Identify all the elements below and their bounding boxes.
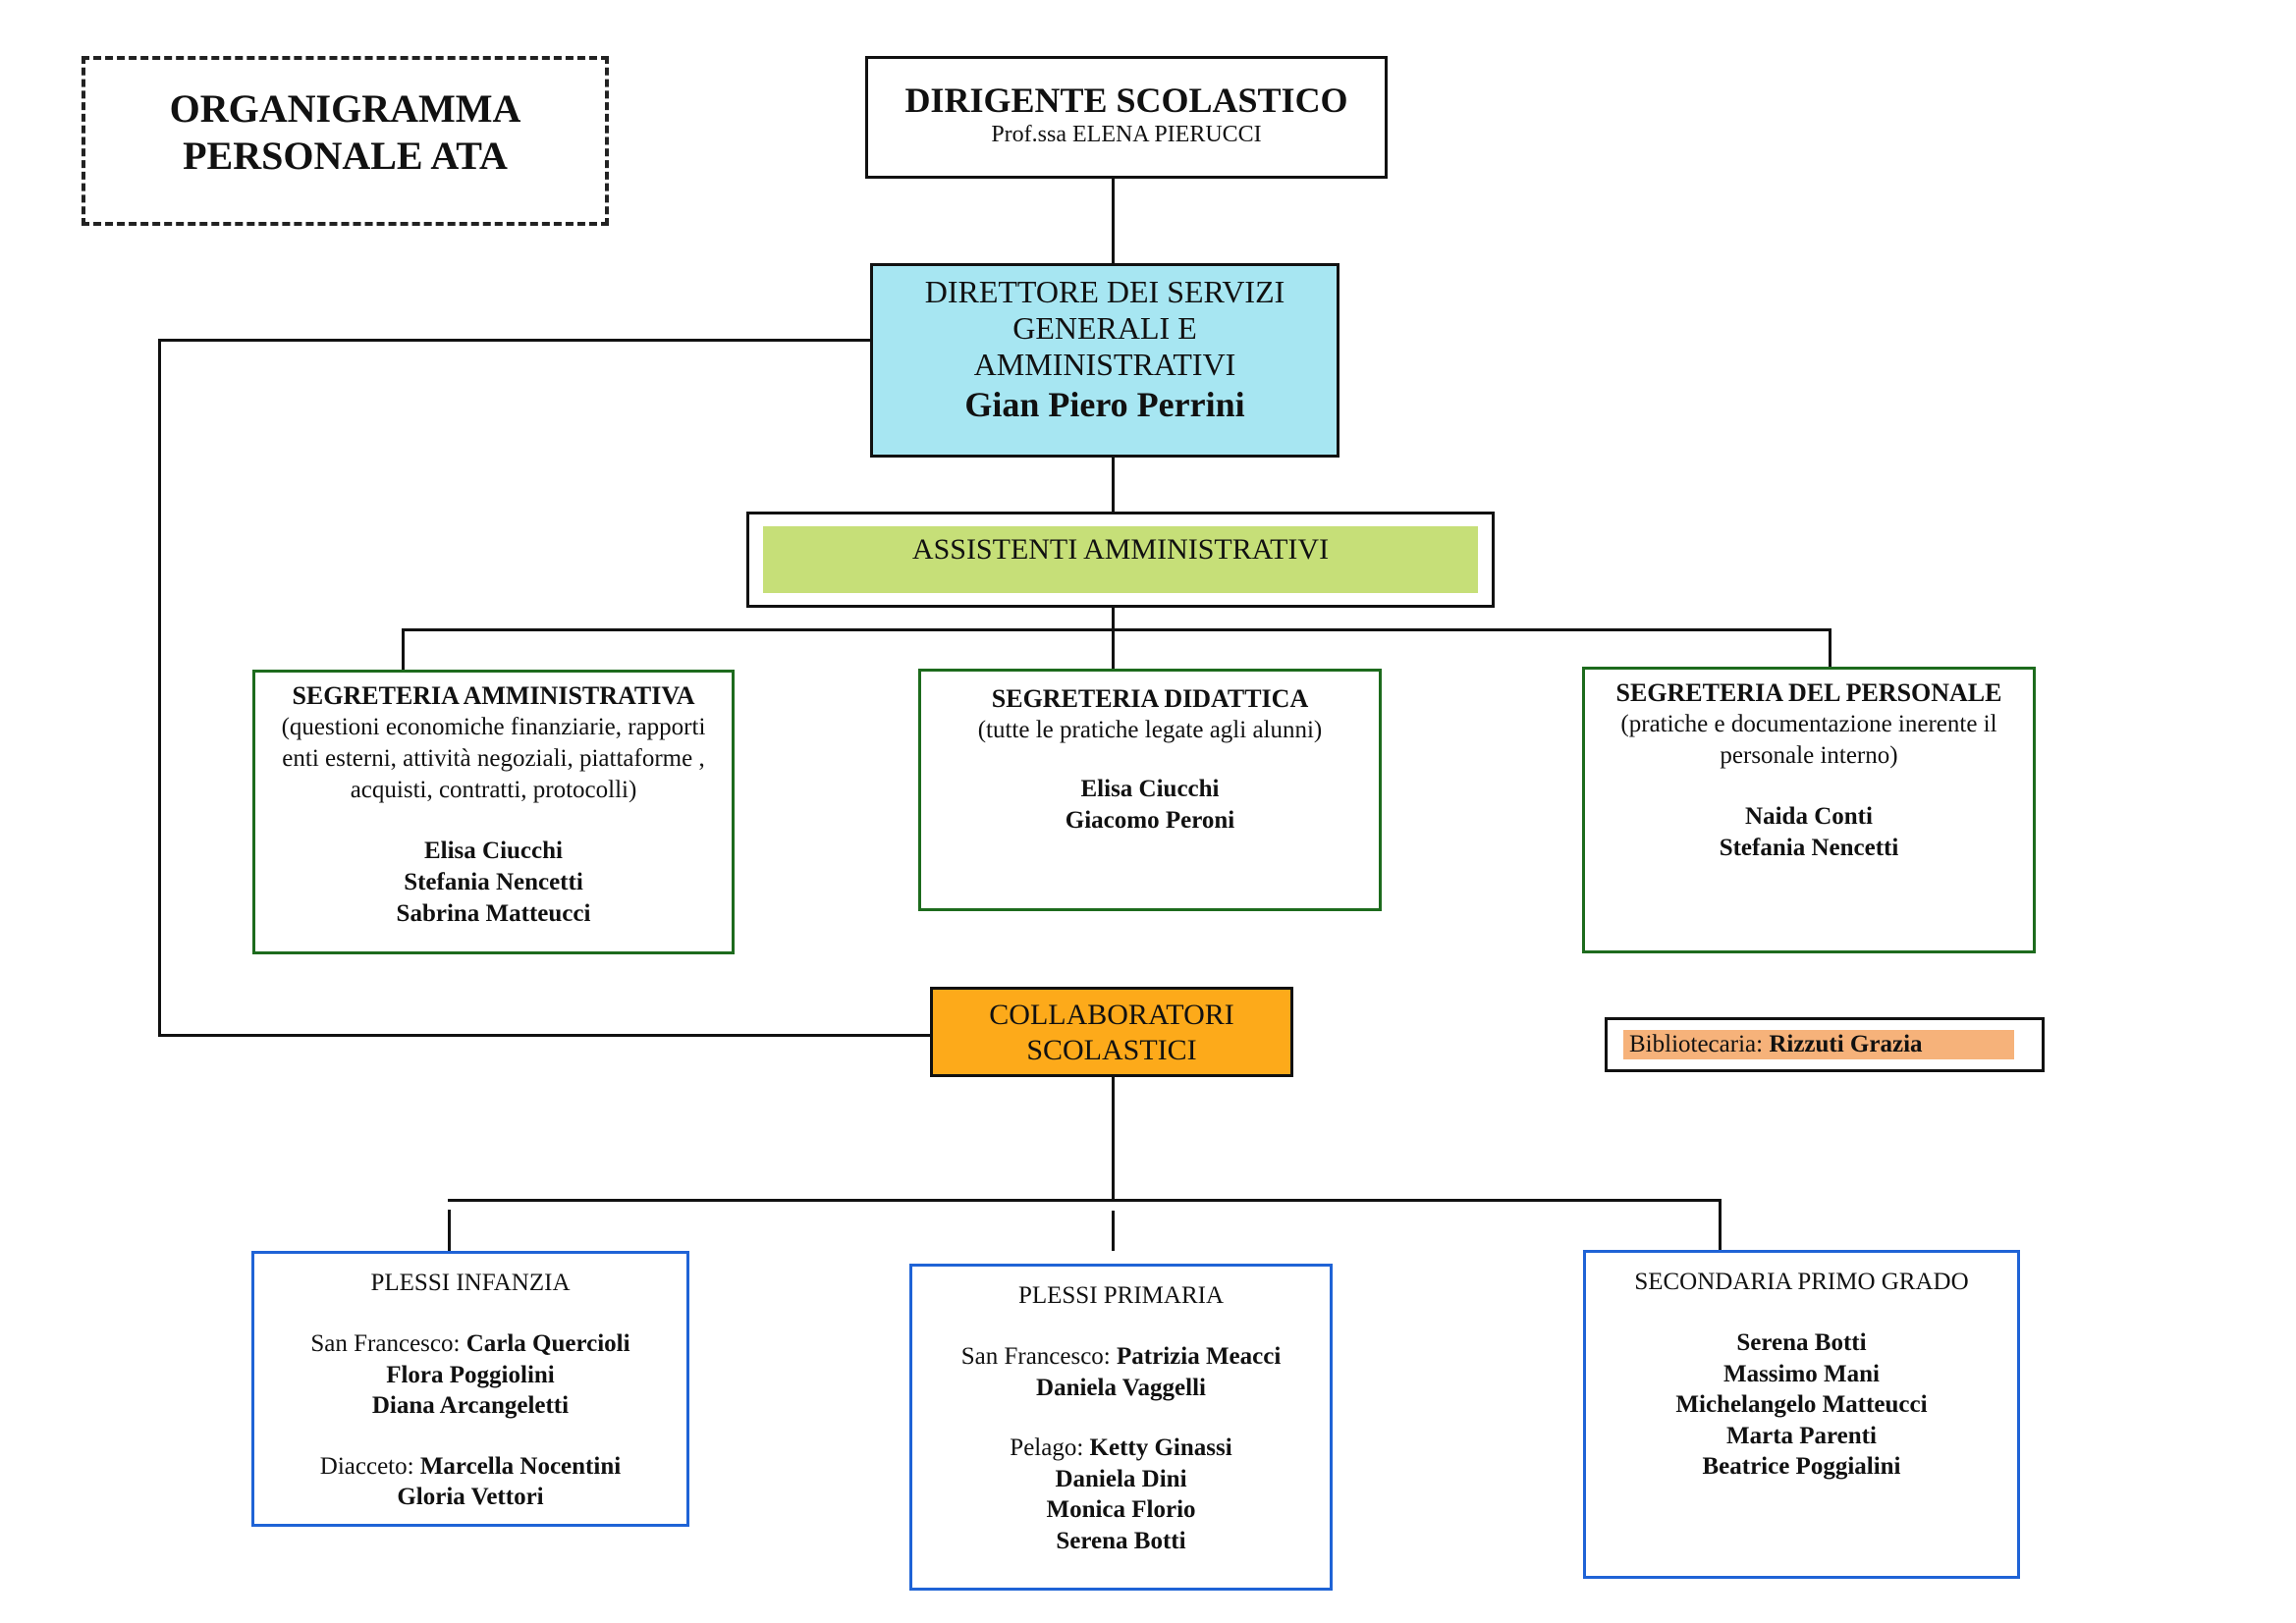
document-title-line-1: ORGANIGRAMMA	[169, 85, 521, 131]
dirigente-name: Prof.ssa ELENA PIERUCCI	[991, 122, 1262, 147]
plesso-group: San Francesco: Carla Quercioli Flora Pog…	[310, 1328, 629, 1422]
segreteria-title: SEGRETERIA AMMINISTRATIVA	[292, 681, 695, 710]
staff-member: Flora Poggiolini	[386, 1361, 555, 1388]
connector-plessi-branch	[448, 1199, 1722, 1202]
collaboratori-scolastici-node: COLLABORATORI SCOLASTICI	[930, 987, 1293, 1077]
document-title-line-2: PERSONALE ATA	[183, 133, 508, 178]
bibliotecaria-label: Bibliotecaria:	[1629, 1031, 1764, 1057]
plesso-group: Serena Botti Massimo Mani Michelangelo M…	[1675, 1327, 1927, 1483]
plesso-title: PLESSI PRIMARIA	[1017, 1282, 1225, 1309]
staff-member: Michelangelo Matteucci	[1675, 1391, 1928, 1418]
staff-member: Elisa Ciucchi	[423, 838, 563, 864]
segreteria-staff-list: Elisa Ciucchi Giacomo Peroni	[1066, 774, 1234, 837]
connector-dirigente-dsga	[1112, 179, 1115, 263]
segreteria-staff-list: Naida Conti Stefania Nencetti	[1720, 801, 1899, 864]
connector-left-vertical	[158, 339, 161, 1037]
staff-member: Monica Florio	[1046, 1496, 1196, 1523]
segreteria-personale-node: SEGRETERIA DEL PERSONALE (pratiche e doc…	[1582, 667, 2036, 953]
segreteria-title: SEGRETERIA DIDATTICA	[991, 684, 1309, 713]
plessi-primaria-node: PLESSI PRIMARIA San Francesco: Patrizia …	[909, 1264, 1333, 1591]
connector-plesso-infanzia	[448, 1210, 451, 1251]
document-title-box: ORGANIGRAMMA PERSONALE ATA	[82, 56, 609, 226]
plesso-location: Diacceto:	[319, 1452, 414, 1480]
dsga-node: DIRETTORE DEI SERVIZI GENERALI E AMMINIS…	[870, 263, 1339, 458]
plesso-location: Pelago:	[1010, 1434, 1084, 1461]
staff-member: Ketty Ginassi	[1089, 1434, 1232, 1461]
assistenti-label: ASSISTENTI AMMINISTRATIVI	[763, 526, 1478, 593]
staff-member: Gloria Vettori	[397, 1484, 544, 1510]
segreteria-didattica-node: SEGRETERIA DIDATTICA (tutte le pratiche …	[918, 669, 1382, 911]
connector-dsga-left	[158, 339, 870, 342]
staff-member: Stefania Nencetti	[1719, 835, 1899, 861]
plesso-title: PLESSI INFANZIA	[370, 1270, 571, 1296]
dirigente-role: DIRIGENTE SCOLASTICO	[904, 81, 1348, 120]
connector-collab-branch	[1112, 1077, 1115, 1200]
staff-member: Marta Parenti	[1726, 1422, 1877, 1449]
connector-plesso-primaria	[1112, 1211, 1115, 1251]
staff-member: Carla Quercioli	[465, 1330, 630, 1357]
plessi-infanzia-node: PLESSI INFANZIA San Francesco: Carla Que…	[251, 1251, 689, 1527]
assistenti-amministrativi-node: ASSISTENTI AMMINISTRATIVI	[746, 512, 1495, 608]
connector-dsga-assistenti	[1112, 458, 1115, 512]
staff-member: Stefania Nencetti	[404, 869, 583, 895]
segreteria-title: SEGRETERIA DEL PERSONALE	[1615, 678, 2002, 707]
staff-member: Massimo Mani	[1722, 1360, 1880, 1387]
staff-member: Serena Botti	[1056, 1527, 1186, 1554]
segreteria-staff-list: Elisa Ciucchi Stefania Nencetti Sabrina …	[397, 836, 591, 930]
segreteria-amministrativa-node: SEGRETERIA AMMINISTRATIVA (questioni eco…	[252, 670, 735, 954]
plesso-title: SECONDARIA PRIMO GRADO	[1634, 1269, 1969, 1295]
staff-member: Daniela Dini	[1055, 1465, 1187, 1492]
plesso-location: San Francesco:	[960, 1343, 1111, 1370]
segreteria-description: (pratiche e documentazione inerente il p…	[1620, 711, 1997, 769]
connector-left-collab	[158, 1034, 930, 1037]
staff-member: Daniela Vaggelli	[1036, 1374, 1206, 1401]
dsga-name: Gian Piero Perrini	[964, 385, 1245, 424]
connector-seg-pers	[1829, 628, 1831, 667]
collaboratori-label: COLLABORATORI SCOLASTICI	[989, 999, 1234, 1066]
staff-member: Patrizia Meacci	[1117, 1343, 1282, 1370]
bibliotecaria-node: Bibliotecaria: Rizzuti Grazia	[1605, 1017, 2045, 1072]
plesso-location: San Francesco:	[310, 1330, 461, 1357]
staff-member: Serena Botti	[1736, 1329, 1867, 1356]
staff-member: Giacomo Peroni	[1065, 807, 1235, 834]
segreteria-description: (questioni economiche finanziarie, rappo…	[281, 714, 706, 803]
bibliotecaria-name: Rizzuti Grazia	[1769, 1031, 1923, 1057]
bibliotecaria-highlight: Bibliotecaria: Rizzuti Grazia	[1623, 1030, 2014, 1059]
staff-member: Naida Conti	[1745, 803, 1873, 830]
connector-seg-did	[1112, 628, 1115, 669]
secondaria-primo-grado-node: SECONDARIA PRIMO GRADO Serena Botti Mass…	[1583, 1250, 2020, 1579]
connector-segreterie-branch	[402, 628, 1831, 631]
staff-member: Elisa Ciucchi	[1080, 776, 1220, 802]
dsga-role: DIRETTORE DEI SERVIZI GENERALI E AMMINIS…	[924, 274, 1285, 382]
plesso-group: San Francesco: Patrizia Meacci Daniela V…	[961, 1341, 1282, 1403]
staff-member: Marcella Nocentini	[419, 1452, 622, 1480]
dirigente-scolastico-node: DIRIGENTE SCOLASTICO Prof.ssa ELENA PIER…	[865, 56, 1388, 179]
connector-seg-amm	[402, 628, 405, 670]
segreteria-description: (tutte le pratiche legate agli alunni)	[977, 717, 1323, 743]
plesso-group: Diacceto: Marcella Nocentini Gloria Vett…	[320, 1451, 621, 1513]
staff-member: Beatrice Poggialini	[1702, 1453, 1901, 1480]
connector-assistenti-branch	[1112, 608, 1115, 630]
connector-plesso-secondaria	[1719, 1199, 1722, 1250]
plesso-group: Pelago: Ketty Ginassi Daniela Dini Monic…	[1010, 1433, 1231, 1556]
staff-member: Diana Arcangeletti	[371, 1392, 570, 1419]
staff-member: Sabrina Matteucci	[396, 900, 591, 927]
